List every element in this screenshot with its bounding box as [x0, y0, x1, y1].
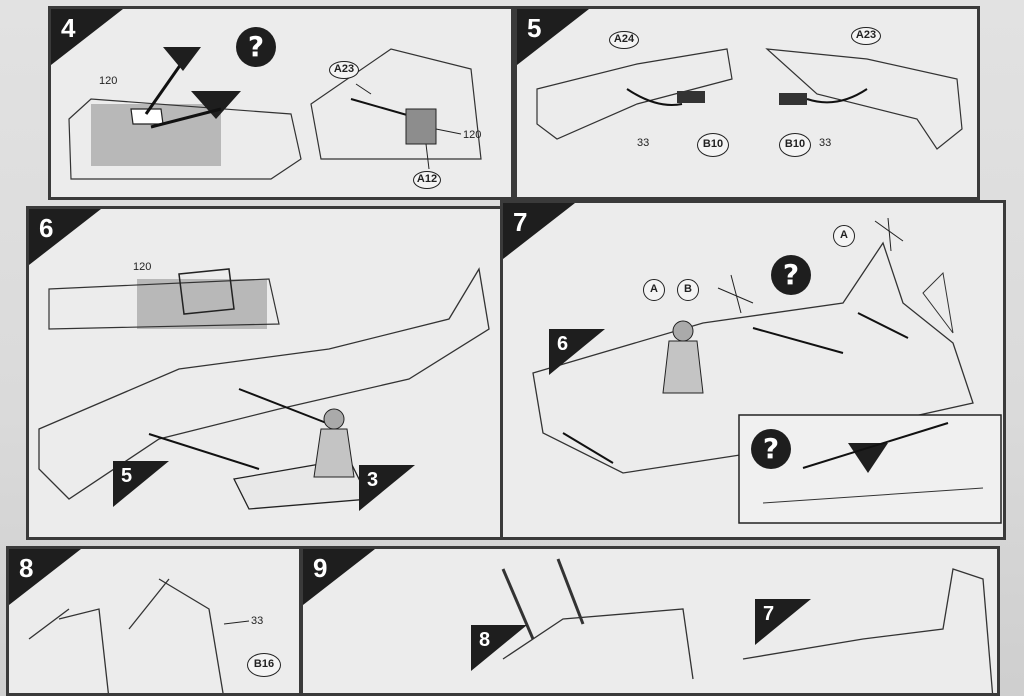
part-b-callout: B: [677, 279, 699, 301]
part-b10-callout: B10: [697, 133, 729, 157]
step-6-drawing: [38, 267, 490, 510]
part-b16-callout: B16: [247, 653, 281, 677]
step-number-badge: 4: [51, 9, 123, 65]
part-a23-callout: A23: [851, 27, 881, 45]
step-number: 5: [527, 13, 542, 43]
step-number-badge: 7: [503, 203, 575, 259]
step-number: 9: [313, 553, 328, 583]
question-icon: ?: [751, 429, 791, 469]
ref-step-8-marker: 8: [471, 625, 527, 671]
part-120-label-2: 120: [463, 129, 482, 141]
step-9-panel: 9 8 7: [300, 546, 1000, 696]
part-120-label: 120: [133, 261, 152, 273]
part-33-label: 33: [251, 615, 264, 627]
part-a24-callout: A24: [609, 31, 639, 49]
step-number-badge: 5: [517, 9, 589, 65]
step-9-drawing: [501, 558, 994, 693]
part-33-label-2: 33: [819, 137, 832, 149]
step-number-badge: 6: [29, 209, 101, 265]
step-8-panel: 8 33 B16: [6, 546, 302, 696]
step-number: 7: [513, 207, 528, 237]
step-number: 4: [61, 13, 76, 43]
question-icon: ?: [236, 27, 276, 67]
part-120-label: 120: [99, 75, 118, 87]
step-7-panel: 7 A A B ? ? 6: [500, 200, 1006, 540]
part-b10-callout-2: B10: [779, 133, 811, 157]
step-8-drawing: [28, 578, 250, 693]
step-5-drawing: [536, 48, 963, 150]
question-icon: ?: [771, 255, 811, 295]
step-number-badge: 9: [303, 549, 375, 605]
ref-step-6-marker: 6: [549, 329, 605, 375]
step-6-panel: 6 120 5 3: [26, 206, 504, 540]
part-33-label: 33: [637, 137, 650, 149]
step-5-panel: 5 A24 A23 33 B10 B10 33: [514, 6, 980, 200]
part-a12-callout: A12: [413, 171, 441, 189]
step-number: 8: [19, 553, 34, 583]
part-a-callout: A: [833, 225, 855, 247]
ref-step-7-marker: 7: [755, 599, 811, 645]
part-a23-callout: A23: [329, 61, 359, 79]
ref-step-5-marker: 5: [113, 461, 169, 507]
ref-step-3-marker: 3: [359, 465, 415, 511]
step-4-panel: 4 ? 120 A23 120 A12: [48, 6, 514, 200]
step-number-badge: 8: [9, 549, 81, 605]
step-4-drawing: [68, 47, 482, 180]
part-a-callout-2: A: [643, 279, 665, 301]
step-number: 6: [39, 213, 54, 243]
